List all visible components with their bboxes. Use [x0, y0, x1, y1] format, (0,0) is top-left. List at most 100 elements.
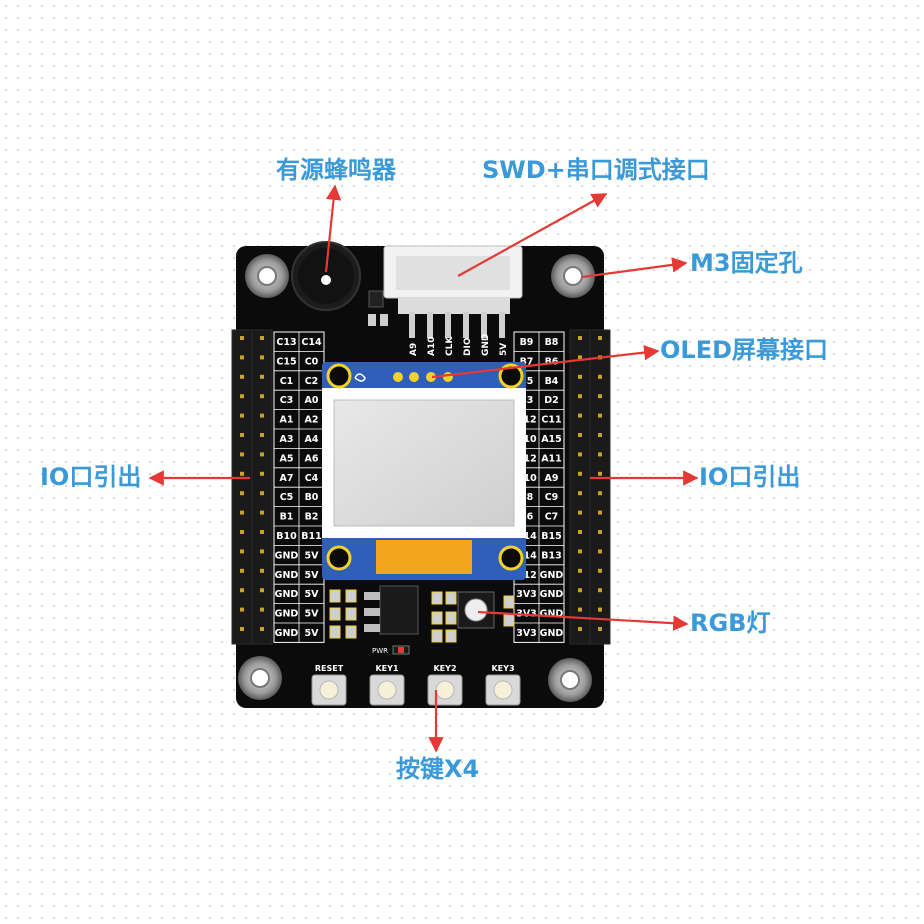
connector-pin-label: GND: [481, 334, 491, 356]
header-pin: [598, 510, 602, 515]
header-pin: [578, 471, 582, 476]
passive-components: [329, 589, 515, 643]
arrow-swd: [457, 193, 608, 277]
smd-component: [345, 607, 357, 621]
header-pin: [578, 336, 582, 340]
header-strip: [251, 329, 273, 645]
pin-label: A3: [280, 434, 294, 445]
pwr-label: PWR: [372, 647, 388, 655]
header-pin: [240, 413, 244, 418]
header-pin: [260, 627, 264, 631]
pin-label: B1: [280, 512, 294, 523]
rgb-led: [457, 591, 495, 629]
connector-pin: [463, 312, 469, 338]
pin-label: GND: [275, 609, 299, 620]
header-strip: [589, 329, 611, 645]
pin-label: B4: [545, 376, 559, 387]
smd-component: [345, 589, 357, 603]
header-pin: [240, 394, 244, 399]
pin-label: GND: [540, 628, 564, 639]
header-pin: [260, 394, 264, 399]
header-pin: [240, 336, 244, 340]
pin-label: B8: [545, 337, 559, 348]
header-pin: [578, 394, 582, 399]
arrow-m3: [581, 257, 688, 279]
pin-label: B9: [520, 337, 534, 348]
header-pin: [598, 471, 602, 476]
header-pin: [240, 588, 244, 593]
connector-pin-label: DIO: [463, 337, 473, 356]
header-pin: [598, 394, 602, 399]
pin-label: A6: [305, 453, 319, 464]
pin-label: 5V: [305, 550, 320, 561]
buzzer: [291, 241, 361, 311]
header-pin: [598, 530, 602, 534]
connector-pin-label: A10: [427, 337, 437, 357]
pin-label: 3V3: [516, 628, 537, 639]
header-pin: [260, 530, 264, 534]
callout-swd: SWD+串口调式接口: [482, 156, 710, 184]
pin-label: C6: [520, 512, 534, 523]
header-pin: [598, 607, 602, 612]
callout-keys: 按键X4: [396, 755, 480, 783]
header-pin: [260, 355, 264, 360]
pin-label: B14: [516, 531, 537, 542]
pin-label: B12: [516, 570, 536, 581]
connector-pin-label: A9: [409, 343, 419, 356]
header-pin: [260, 568, 264, 573]
arrow-oled: [431, 344, 660, 379]
header-pin: [598, 452, 602, 457]
pin-label: A10: [516, 473, 537, 484]
pin-label: C9: [545, 492, 559, 503]
header-pin: [598, 374, 602, 379]
pin-label: 5V: [305, 570, 320, 581]
callout-io-left: IO口引出: [40, 463, 142, 491]
pin-label: A15: [541, 434, 562, 445]
pin-label: GND: [275, 570, 299, 581]
connector-pin: [481, 312, 487, 338]
header-pin: [240, 355, 244, 360]
header-pin: [260, 549, 264, 554]
pin-label: C2: [305, 376, 319, 387]
header-pin: [598, 491, 602, 496]
header-pin: [578, 568, 582, 573]
pin-label: C0: [305, 356, 319, 367]
header-pin: [578, 374, 582, 379]
callout-io-right: IO口引出: [699, 463, 801, 491]
pin-label: A5: [280, 453, 294, 464]
key-button-cap: [435, 680, 455, 700]
smd-component: [431, 629, 443, 643]
smd-component: [431, 591, 443, 605]
oled-module: [322, 362, 526, 580]
callout-buzzer: 有源蜂鸣器: [276, 156, 396, 184]
pin-label: A2: [305, 415, 319, 426]
pin-label: B11: [301, 531, 321, 542]
connector-pin-label: 5V: [499, 343, 509, 356]
smd-component: [503, 613, 515, 627]
header-pin: [578, 452, 582, 457]
pin-label: C4: [305, 473, 319, 484]
smd-component: [445, 611, 457, 625]
pin-label: A4: [305, 434, 319, 445]
pin-label: C5: [280, 492, 294, 503]
voltage-regulator: [364, 585, 419, 635]
pin-label: A11: [541, 453, 562, 464]
pin-label: 3V3: [516, 589, 537, 600]
header-pin: [598, 588, 602, 593]
pin-label: C15: [276, 356, 296, 367]
right-pin-header: [569, 329, 611, 645]
header-pin: [598, 549, 602, 554]
pin-label: C13: [276, 337, 296, 348]
key-label: KEY3: [491, 664, 514, 673]
header-pin: [578, 549, 582, 554]
mount-hole-bottom-right: [548, 658, 592, 702]
header-pin: [578, 491, 582, 496]
pin-label: C3: [280, 395, 294, 406]
header-pin: [598, 413, 602, 418]
key-label: KEY1: [375, 664, 398, 673]
header-pin: [260, 607, 264, 612]
header-pin: [598, 568, 602, 573]
